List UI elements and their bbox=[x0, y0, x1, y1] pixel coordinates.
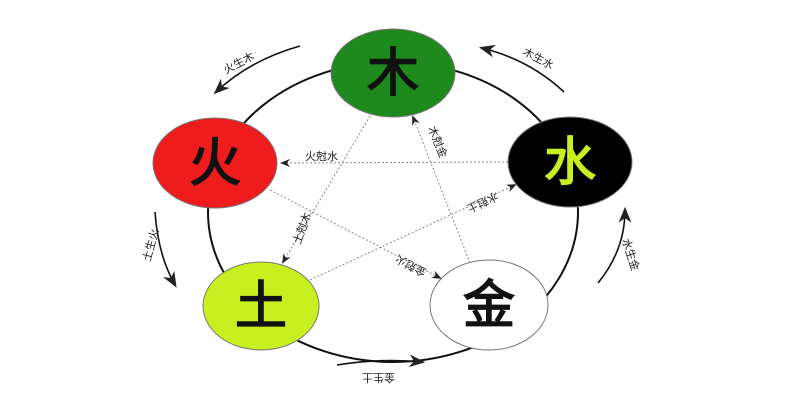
label-gen-2: 水生金 bbox=[619, 237, 643, 273]
label-ctrl-2: 土尅木 bbox=[291, 211, 315, 246]
arrow-wood-gen-water bbox=[478, 44, 565, 93]
label-ctrl-0: 火尅水 bbox=[305, 150, 338, 163]
arrow-earth-gen-fire bbox=[154, 211, 177, 288]
line-earth-water bbox=[309, 184, 517, 281]
arrow-metal-gen-earth bbox=[336, 354, 426, 368]
element-char-water: 水 bbox=[544, 132, 597, 193]
element-circle-water bbox=[507, 116, 633, 208]
line-earth-wood bbox=[281, 115, 371, 264]
label-ctrl-3: 金尅火 bbox=[393, 252, 429, 280]
arrow-water-gen-metal bbox=[597, 206, 632, 284]
element-char-earth: 土 bbox=[235, 276, 287, 337]
label-ctrl-4: 水尅土 bbox=[465, 189, 500, 215]
label-gen-1: 木生水 bbox=[521, 44, 557, 72]
element-circle-fire bbox=[152, 117, 278, 209]
label-gen-0: 火生木 bbox=[221, 49, 257, 77]
element-circle-metal bbox=[429, 259, 549, 351]
element-char-fire: 火 bbox=[189, 133, 241, 194]
label-ctrl-1: 木尅金 bbox=[425, 124, 450, 160]
element-char-wood: 木 bbox=[367, 43, 419, 104]
element-char-metal: 金 bbox=[462, 275, 516, 336]
label-gen-3: 金生土 bbox=[362, 371, 395, 385]
label-gen-4: 土生火 bbox=[139, 227, 161, 262]
element-circle-wood bbox=[330, 28, 456, 118]
line-fire-water bbox=[280, 158, 509, 167]
arrow-fire-gen-wood bbox=[213, 45, 301, 95]
element-circle-earth bbox=[202, 261, 320, 351]
